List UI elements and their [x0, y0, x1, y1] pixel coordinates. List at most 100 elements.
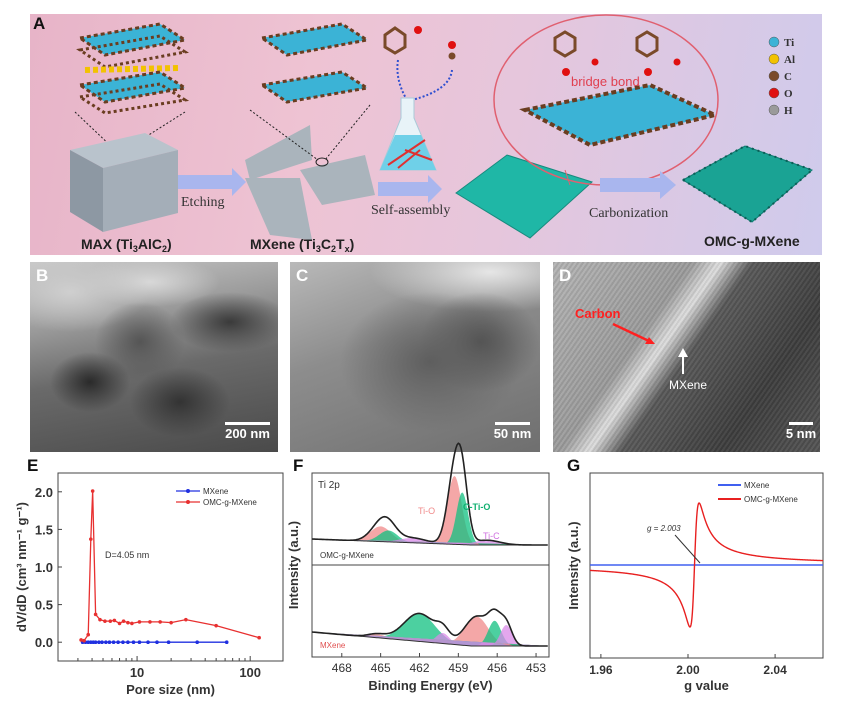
data-point	[104, 640, 108, 644]
carbonization-arrow	[600, 171, 676, 199]
data-point	[116, 640, 120, 644]
data-point	[137, 620, 142, 624]
x-tick-label: 2.00	[676, 663, 700, 677]
max-label: MAX (Ti3AlC2)	[81, 236, 172, 254]
mxene-label: MXene (Ti3C2Tx)	[250, 236, 354, 254]
data-point	[195, 640, 199, 644]
data-point	[90, 489, 95, 493]
tem-image-b: B 200 nm	[30, 262, 278, 452]
scale-bar-b: 200 nm	[220, 422, 275, 441]
spectrum-title: Ti 2p	[318, 480, 340, 491]
legend-label: OMC-g-MXene	[744, 495, 798, 504]
atom-o-icon	[768, 87, 780, 99]
y-tick-label: 2.0	[35, 485, 53, 500]
data-point	[121, 640, 125, 644]
panel-label-d: D	[559, 266, 572, 285]
atom-h-icon	[768, 104, 780, 116]
y-tick-label: 1.5	[35, 522, 53, 537]
x-tick-label: 2.04	[763, 663, 787, 677]
y-tick-label: 0.5	[35, 598, 53, 613]
sample-label: MXene	[320, 641, 346, 650]
x-tick-label: 456	[487, 661, 507, 675]
data-point	[98, 617, 102, 622]
x-tick-label: 10	[130, 665, 144, 680]
data-point	[257, 635, 261, 640]
legend-label-c: C	[784, 71, 792, 83]
panel-label-a: A	[33, 14, 46, 33]
self-assembled-sheet	[455, 154, 593, 239]
self-assembly-arrow	[378, 175, 442, 203]
annotation-arrows	[612, 322, 688, 374]
data-point	[117, 621, 122, 626]
scale-label-d: 5 nm	[785, 426, 817, 441]
peak-annotation: D=4.05 nm	[105, 550, 149, 560]
series-line-omc-g-mxene	[80, 491, 260, 642]
x-tick-label: 462	[409, 661, 429, 675]
self-assembly-flask-illustration	[379, 26, 456, 171]
panel-label-b: B	[36, 266, 49, 285]
data-point	[158, 620, 162, 624]
data-point	[184, 617, 188, 622]
data-point	[126, 620, 130, 625]
component-label-ti-o: Ti-O	[418, 506, 435, 516]
data-point	[126, 640, 130, 644]
data-point	[130, 621, 134, 626]
synthesis-scheme: Etching Self-assembly bridge bond	[70, 14, 814, 254]
data-point	[169, 620, 173, 625]
y-axis-label: Intensity (a.u.)	[286, 521, 301, 609]
data-point	[155, 640, 159, 644]
data-point	[148, 620, 152, 624]
data-point	[112, 618, 117, 623]
data-point	[107, 640, 112, 644]
data-point	[86, 632, 91, 637]
data-point	[100, 640, 104, 644]
legend-label: MXene	[744, 481, 770, 490]
data-point	[137, 640, 142, 644]
panel-label-c: C	[296, 266, 309, 285]
data-point	[103, 619, 107, 623]
data-point	[111, 640, 116, 644]
data-point	[214, 623, 218, 628]
carbon-annotation: Carbon	[575, 306, 621, 321]
series-line-omc-g-mxene	[589, 502, 824, 628]
step-etching: Etching	[181, 195, 225, 210]
y-tick-label: 1.0	[35, 560, 53, 575]
tem-image-c: C 50 nm	[290, 262, 540, 452]
atom-ti-icon	[768, 36, 780, 48]
y-tick-label: 0.0	[35, 635, 53, 650]
data-point	[166, 640, 171, 644]
step-self-assembly: Self-assembly	[371, 203, 450, 218]
x-tick-label: 468	[332, 661, 352, 675]
panel-label-e: E	[27, 456, 39, 475]
component-peak-c-ti-o	[312, 492, 548, 545]
y-axis-label: dV/dD (cm³ nm⁻¹ g⁻¹)	[14, 502, 29, 632]
x-tick-label: 1.96	[589, 663, 613, 677]
data-point	[79, 638, 83, 642]
x-axis-label: Pore size (nm)	[126, 682, 215, 697]
data-point	[97, 640, 101, 644]
envelope-omc-g-mxene	[311, 442, 548, 546]
bridge-bond-label: bridge bond	[571, 74, 640, 89]
scale-label-b: 200 nm	[225, 426, 270, 441]
envelope-mxene	[311, 608, 548, 647]
data-point	[82, 638, 86, 643]
panel-label-g: G	[567, 456, 581, 475]
legend-marker	[186, 489, 190, 493]
atom-c-icon	[768, 70, 780, 82]
x-tick-label: 453	[526, 661, 546, 675]
legend-marker	[186, 500, 190, 504]
omc-g-mxene-label: OMC-g-MXene	[704, 233, 800, 249]
legend-label-o: O	[784, 88, 793, 100]
x-tick-label: 459	[448, 661, 468, 675]
annotation-arrow	[674, 534, 701, 564]
data-point	[121, 619, 126, 623]
data-point	[86, 640, 91, 644]
data-point	[93, 612, 98, 617]
data-point	[146, 640, 150, 644]
max-lattice-illustration	[70, 22, 190, 232]
legend-label: MXene	[203, 487, 229, 496]
x-axis-label: g value	[684, 678, 729, 693]
